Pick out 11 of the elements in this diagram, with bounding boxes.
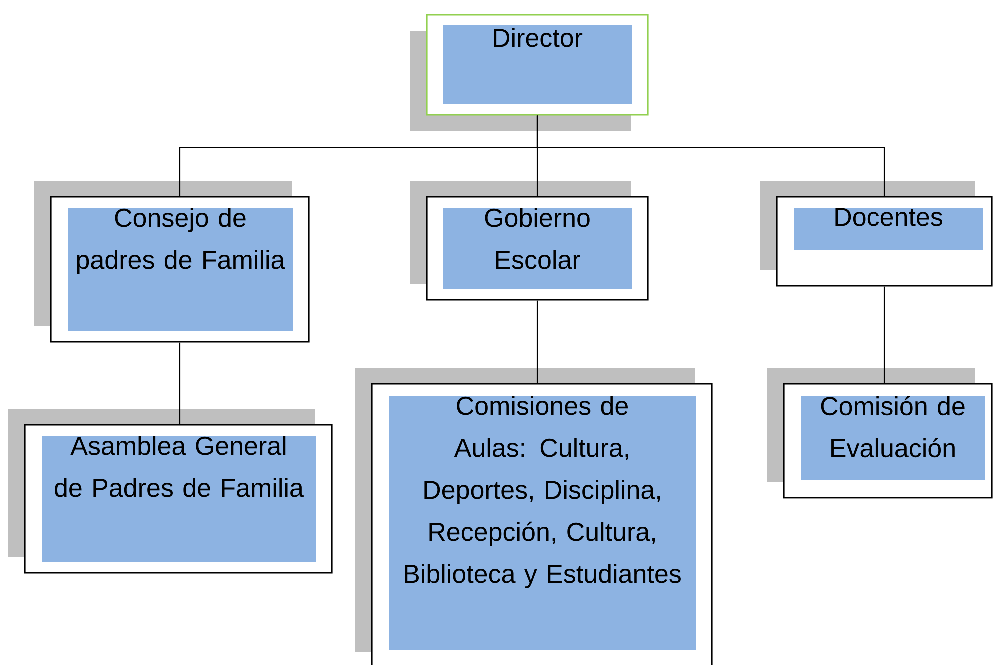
connector-line xyxy=(884,286,886,384)
connector-line xyxy=(536,116,886,196)
org-box: Gobierno Escolar xyxy=(410,181,649,301)
org-box: Consejo de padres de Familia xyxy=(34,181,310,343)
org-box: Docentes xyxy=(760,181,993,287)
connector-line xyxy=(536,300,538,384)
connector-line xyxy=(179,342,181,424)
org-box: Comisión de Evaluación xyxy=(767,368,993,499)
org-box: Comisiones de Aulas: Cultura, Deportes, Disciplina, Recepción, Cultura, Biblioteca y Estudiantes xyxy=(355,368,713,665)
org-box: Asamblea General de Padres de Familia xyxy=(8,409,333,574)
org-box: Director xyxy=(410,14,649,131)
